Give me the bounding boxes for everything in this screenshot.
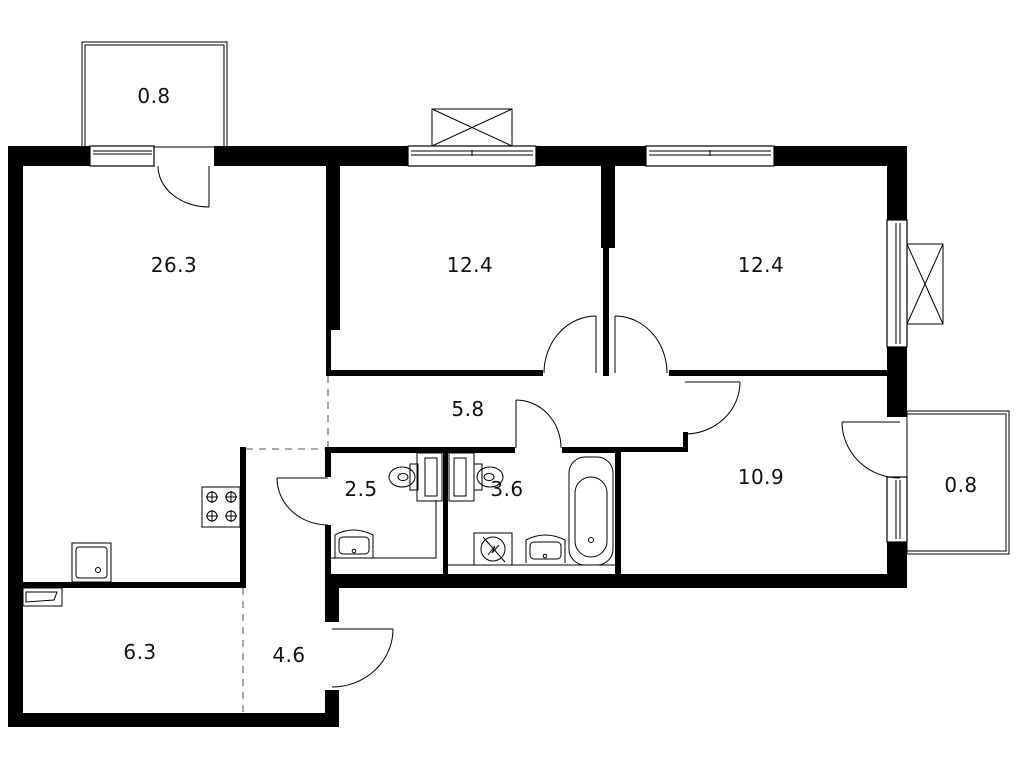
stove-icon xyxy=(201,486,241,528)
room-area-balcony-right: 0.8 xyxy=(944,473,978,497)
room-area-entrance: 4.6 xyxy=(272,643,306,667)
room-area-storage: 6.3 xyxy=(123,640,157,664)
room-area-balcony-top: 0.8 xyxy=(137,84,171,108)
interior-walls xyxy=(23,166,889,588)
toilet-icon xyxy=(388,452,443,502)
washing-machine-icon xyxy=(473,532,513,566)
toilet-icon xyxy=(448,452,504,502)
exterior-walls xyxy=(8,146,907,727)
zone-boundaries xyxy=(242,376,329,713)
air-conditioner-icon xyxy=(431,108,944,325)
room-area-living-kitchen: 26.3 xyxy=(150,253,198,277)
room-area-bedroom-3: 10.9 xyxy=(737,465,785,489)
room-area-bathroom: 3.6 xyxy=(490,477,524,501)
room-area-hallway: 5.8 xyxy=(451,397,485,421)
room-area-bedroom-2: 12.4 xyxy=(737,253,785,277)
washbasin-icon xyxy=(331,500,437,559)
room-area-bedroom-1: 12.4 xyxy=(446,253,494,277)
boiler-icon xyxy=(22,587,63,607)
windows xyxy=(89,145,908,543)
bathtub-icon xyxy=(568,456,614,566)
washbasin-icon xyxy=(525,534,566,563)
doors xyxy=(157,165,901,688)
kitchen-sink-icon xyxy=(71,542,112,583)
room-area-toilet: 2.5 xyxy=(344,477,378,501)
